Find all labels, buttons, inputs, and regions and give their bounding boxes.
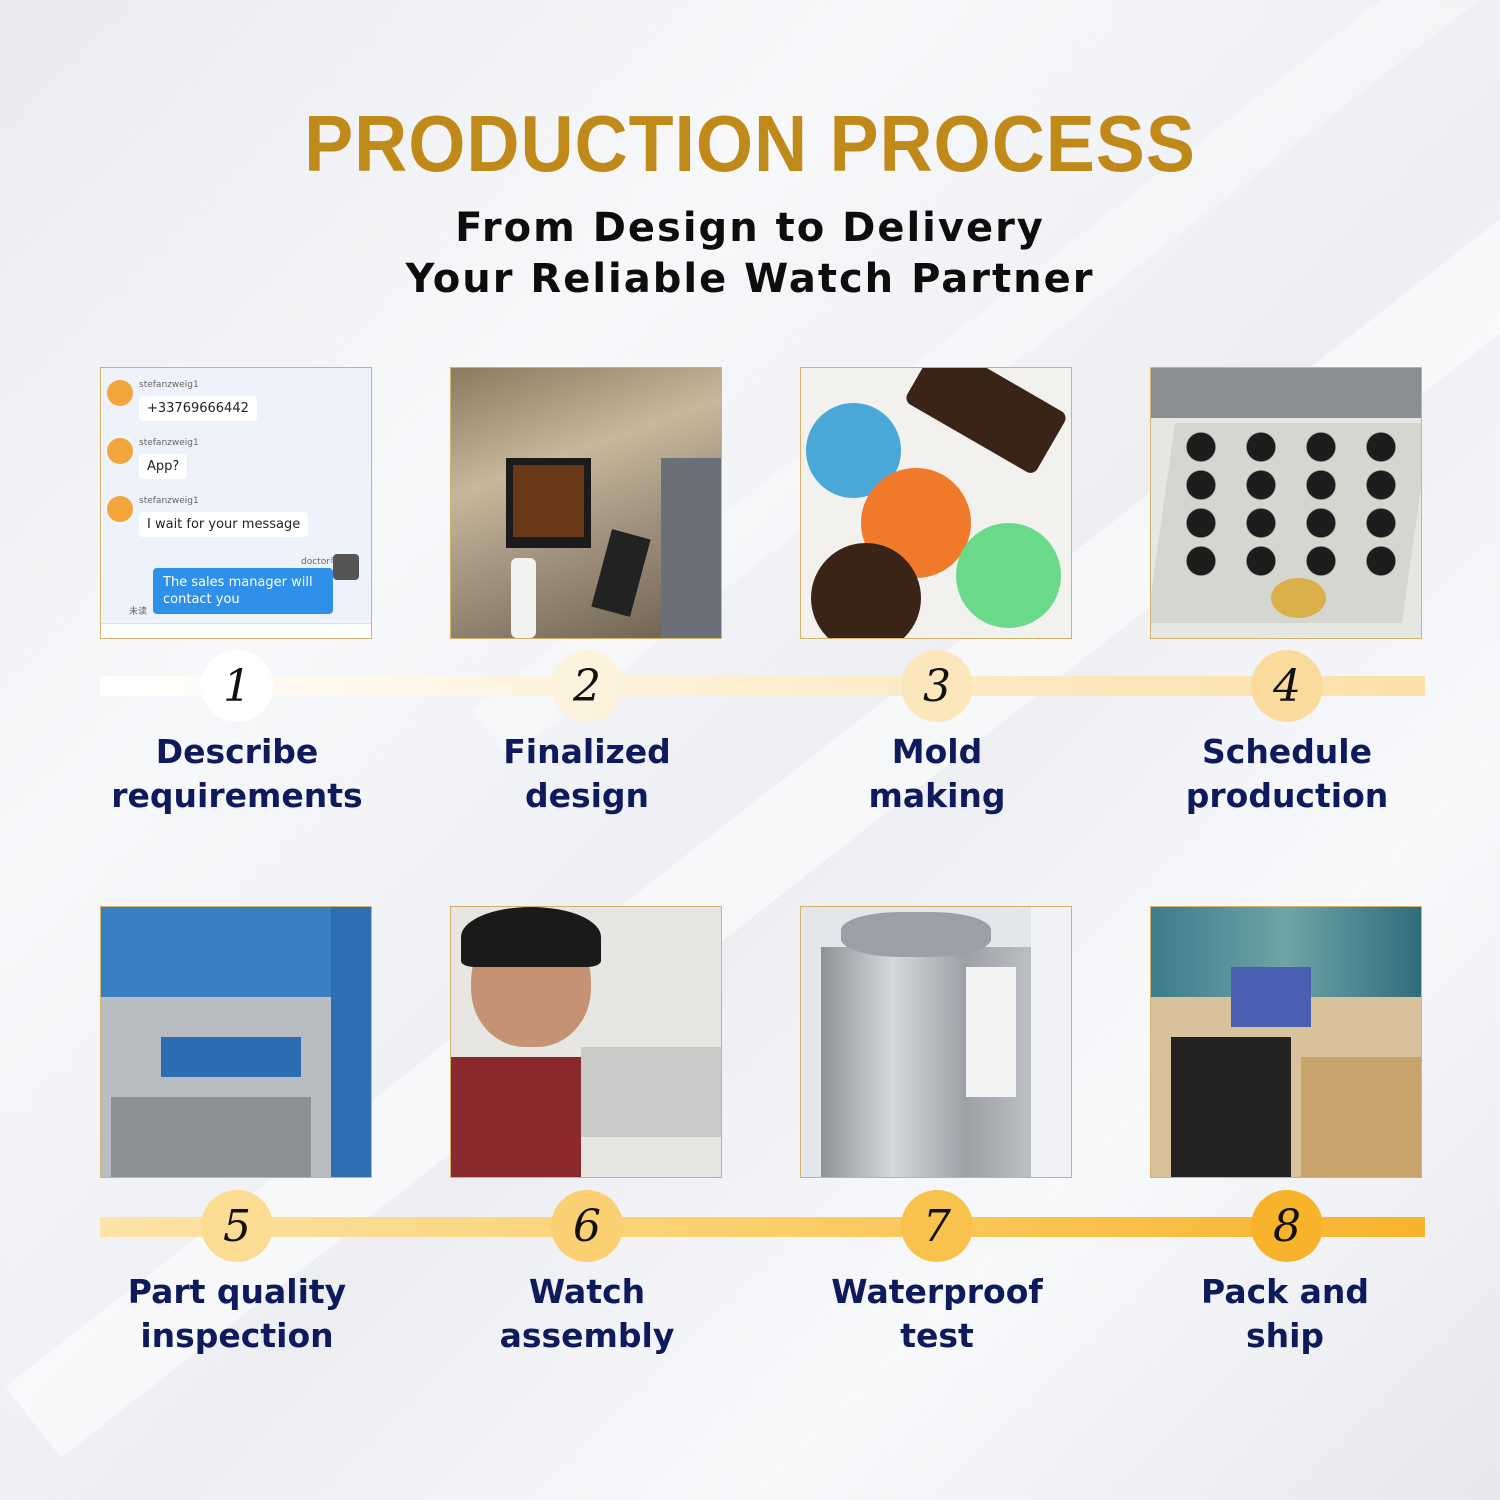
chat-message: +33769666442	[139, 396, 257, 421]
step-number-5: 5	[201, 1190, 273, 1262]
chat-message: App?	[139, 454, 188, 479]
timeline-row-1	[100, 676, 1425, 696]
step-label-4: Schedule production	[1185, 732, 1389, 815]
avatar	[107, 496, 133, 522]
step-number-4: 4	[1251, 650, 1323, 722]
photo-packing-warehouse	[1150, 906, 1422, 1178]
step-number-1: 1	[201, 650, 273, 722]
photo-worker-assembly	[450, 906, 722, 1178]
step-label-1: Describe requirements	[111, 732, 363, 815]
step-label-8: Pack and ship	[1201, 1272, 1369, 1355]
photo-pressure-chamber	[800, 906, 1072, 1178]
chat-input-bar	[101, 623, 371, 638]
step-label-6: Watch assembly	[499, 1272, 675, 1355]
timeline-row-2	[100, 1217, 1425, 1237]
step-number-3: 3	[901, 650, 973, 722]
photo-watch-dials-tray	[1150, 367, 1422, 639]
chat-username: stefanzweig1	[139, 438, 199, 448]
step-label-7: Waterproof test	[831, 1272, 1043, 1355]
avatar	[107, 380, 133, 406]
avatar	[107, 438, 133, 464]
chat-reply: The sales manager will contact you	[153, 568, 333, 614]
step-number-6: 6	[551, 1190, 623, 1262]
chat-reply-username: doctor毛	[301, 557, 339, 567]
chat-username: stefanzweig1	[139, 496, 199, 506]
step-label-5: Part quality inspection	[127, 1272, 347, 1355]
page-title: PRODUCTION PROCESS	[304, 99, 1196, 188]
photo-resin-watch-cases	[800, 367, 1072, 639]
subtitle-line-1: From Design to Delivery	[455, 205, 1045, 251]
step-number-7: 7	[901, 1190, 973, 1262]
chat-message: I wait for your message	[139, 512, 309, 537]
avatar	[333, 554, 359, 580]
unread-badge: 未读	[129, 607, 148, 617]
step-number-2: 2	[551, 650, 623, 722]
step-number-8: 8	[1251, 1190, 1323, 1262]
step-label-2: Finalized design	[503, 732, 671, 815]
photo-testing-machine	[100, 906, 372, 1178]
subtitle-line-2: Your Reliable Watch Partner	[405, 256, 1095, 302]
photo-chat-screenshot: stefanzweig1 +33769666442 stefanzweig1 A…	[100, 367, 372, 639]
step-label-3: Mold making	[868, 732, 1006, 815]
photo-office-computer	[450, 367, 722, 639]
chat-username: stefanzweig1	[139, 380, 199, 390]
